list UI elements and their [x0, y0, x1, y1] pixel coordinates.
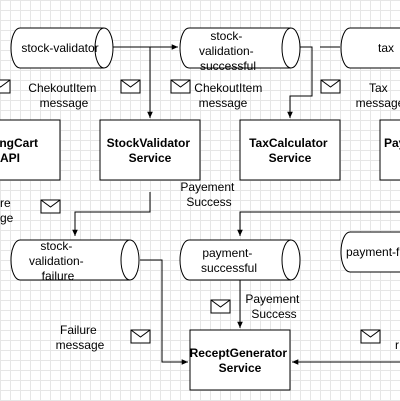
- envelope-icon: [130, 329, 151, 344]
- topic-stock-validation-successful: stock- validation- successful: [179, 27, 301, 73]
- message-label-failure: Failure message: [56, 323, 105, 352]
- envelope-icon: [0, 79, 11, 94]
- service-payment-label: Pay: [384, 136, 400, 150]
- service-shopping-cart-api: pingCart API: [0, 119, 61, 181]
- topic-stock-validation-successful-label: stock- validation- successful: [199, 29, 257, 73]
- topic-tax: tax: [340, 27, 400, 69]
- topic-payment-failure-label: payment-f: [346, 245, 400, 259]
- service-payment: Pay: [379, 119, 400, 181]
- arrow-failure-to-receipt: [140, 259, 188, 365]
- envelope-icon: [170, 79, 191, 94]
- service-receipt-generator-label: ReceptGenerator Service: [190, 346, 291, 375]
- arrow-service-to-validation-failure: [72, 192, 151, 236]
- arrow-right-to-payment-successful: [237, 211, 400, 236]
- topic-payment-successful-label: payment- successful: [201, 246, 257, 275]
- topic-tax-label: tax: [378, 41, 394, 55]
- topic-stock-validation-failure: stock- validation- failure: [10, 239, 140, 283]
- envelope-icon: [210, 299, 231, 314]
- service-shopping-cart-api-label: pingCart API: [0, 136, 41, 165]
- topic-payment-successful: payment- successful: [179, 239, 301, 281]
- message-label-cut-right: r: [395, 338, 399, 352]
- service-stock-validator: StockValidator Service: [99, 119, 201, 181]
- envelope-icon: [320, 79, 341, 94]
- message-label-tax: Tax message: [356, 81, 400, 110]
- topic-stock-validator-label: stock-validator: [21, 41, 98, 55]
- topic-stock-validator: stock-validator: [10, 27, 114, 69]
- topic-payment-failure: payment-f: [340, 231, 400, 273]
- message-label-failure-cut: re ge: [0, 196, 14, 225]
- message-label-checkout-left: ChekoutItem message: [28, 81, 99, 110]
- topic-stock-validation-failure-label: stock- validation- failure: [29, 239, 87, 283]
- service-receipt-generator: ReceptGenerator Service: [189, 329, 291, 391]
- envelope-icon: [360, 329, 381, 344]
- service-tax-calculator-label: TaxCalculator Service: [249, 136, 331, 165]
- message-label-checkout-mid: ChekoutItem message: [194, 81, 265, 110]
- service-tax-calculator: TaxCalculator Service: [239, 119, 341, 181]
- envelope-icon: [120, 79, 141, 94]
- envelope-icon: [40, 199, 61, 214]
- service-stock-validator-label: StockValidator Service: [107, 136, 194, 165]
- message-label-payment-success-upper: Payement Success: [180, 180, 237, 209]
- message-label-payment-success-lower: Payement Success: [245, 292, 302, 321]
